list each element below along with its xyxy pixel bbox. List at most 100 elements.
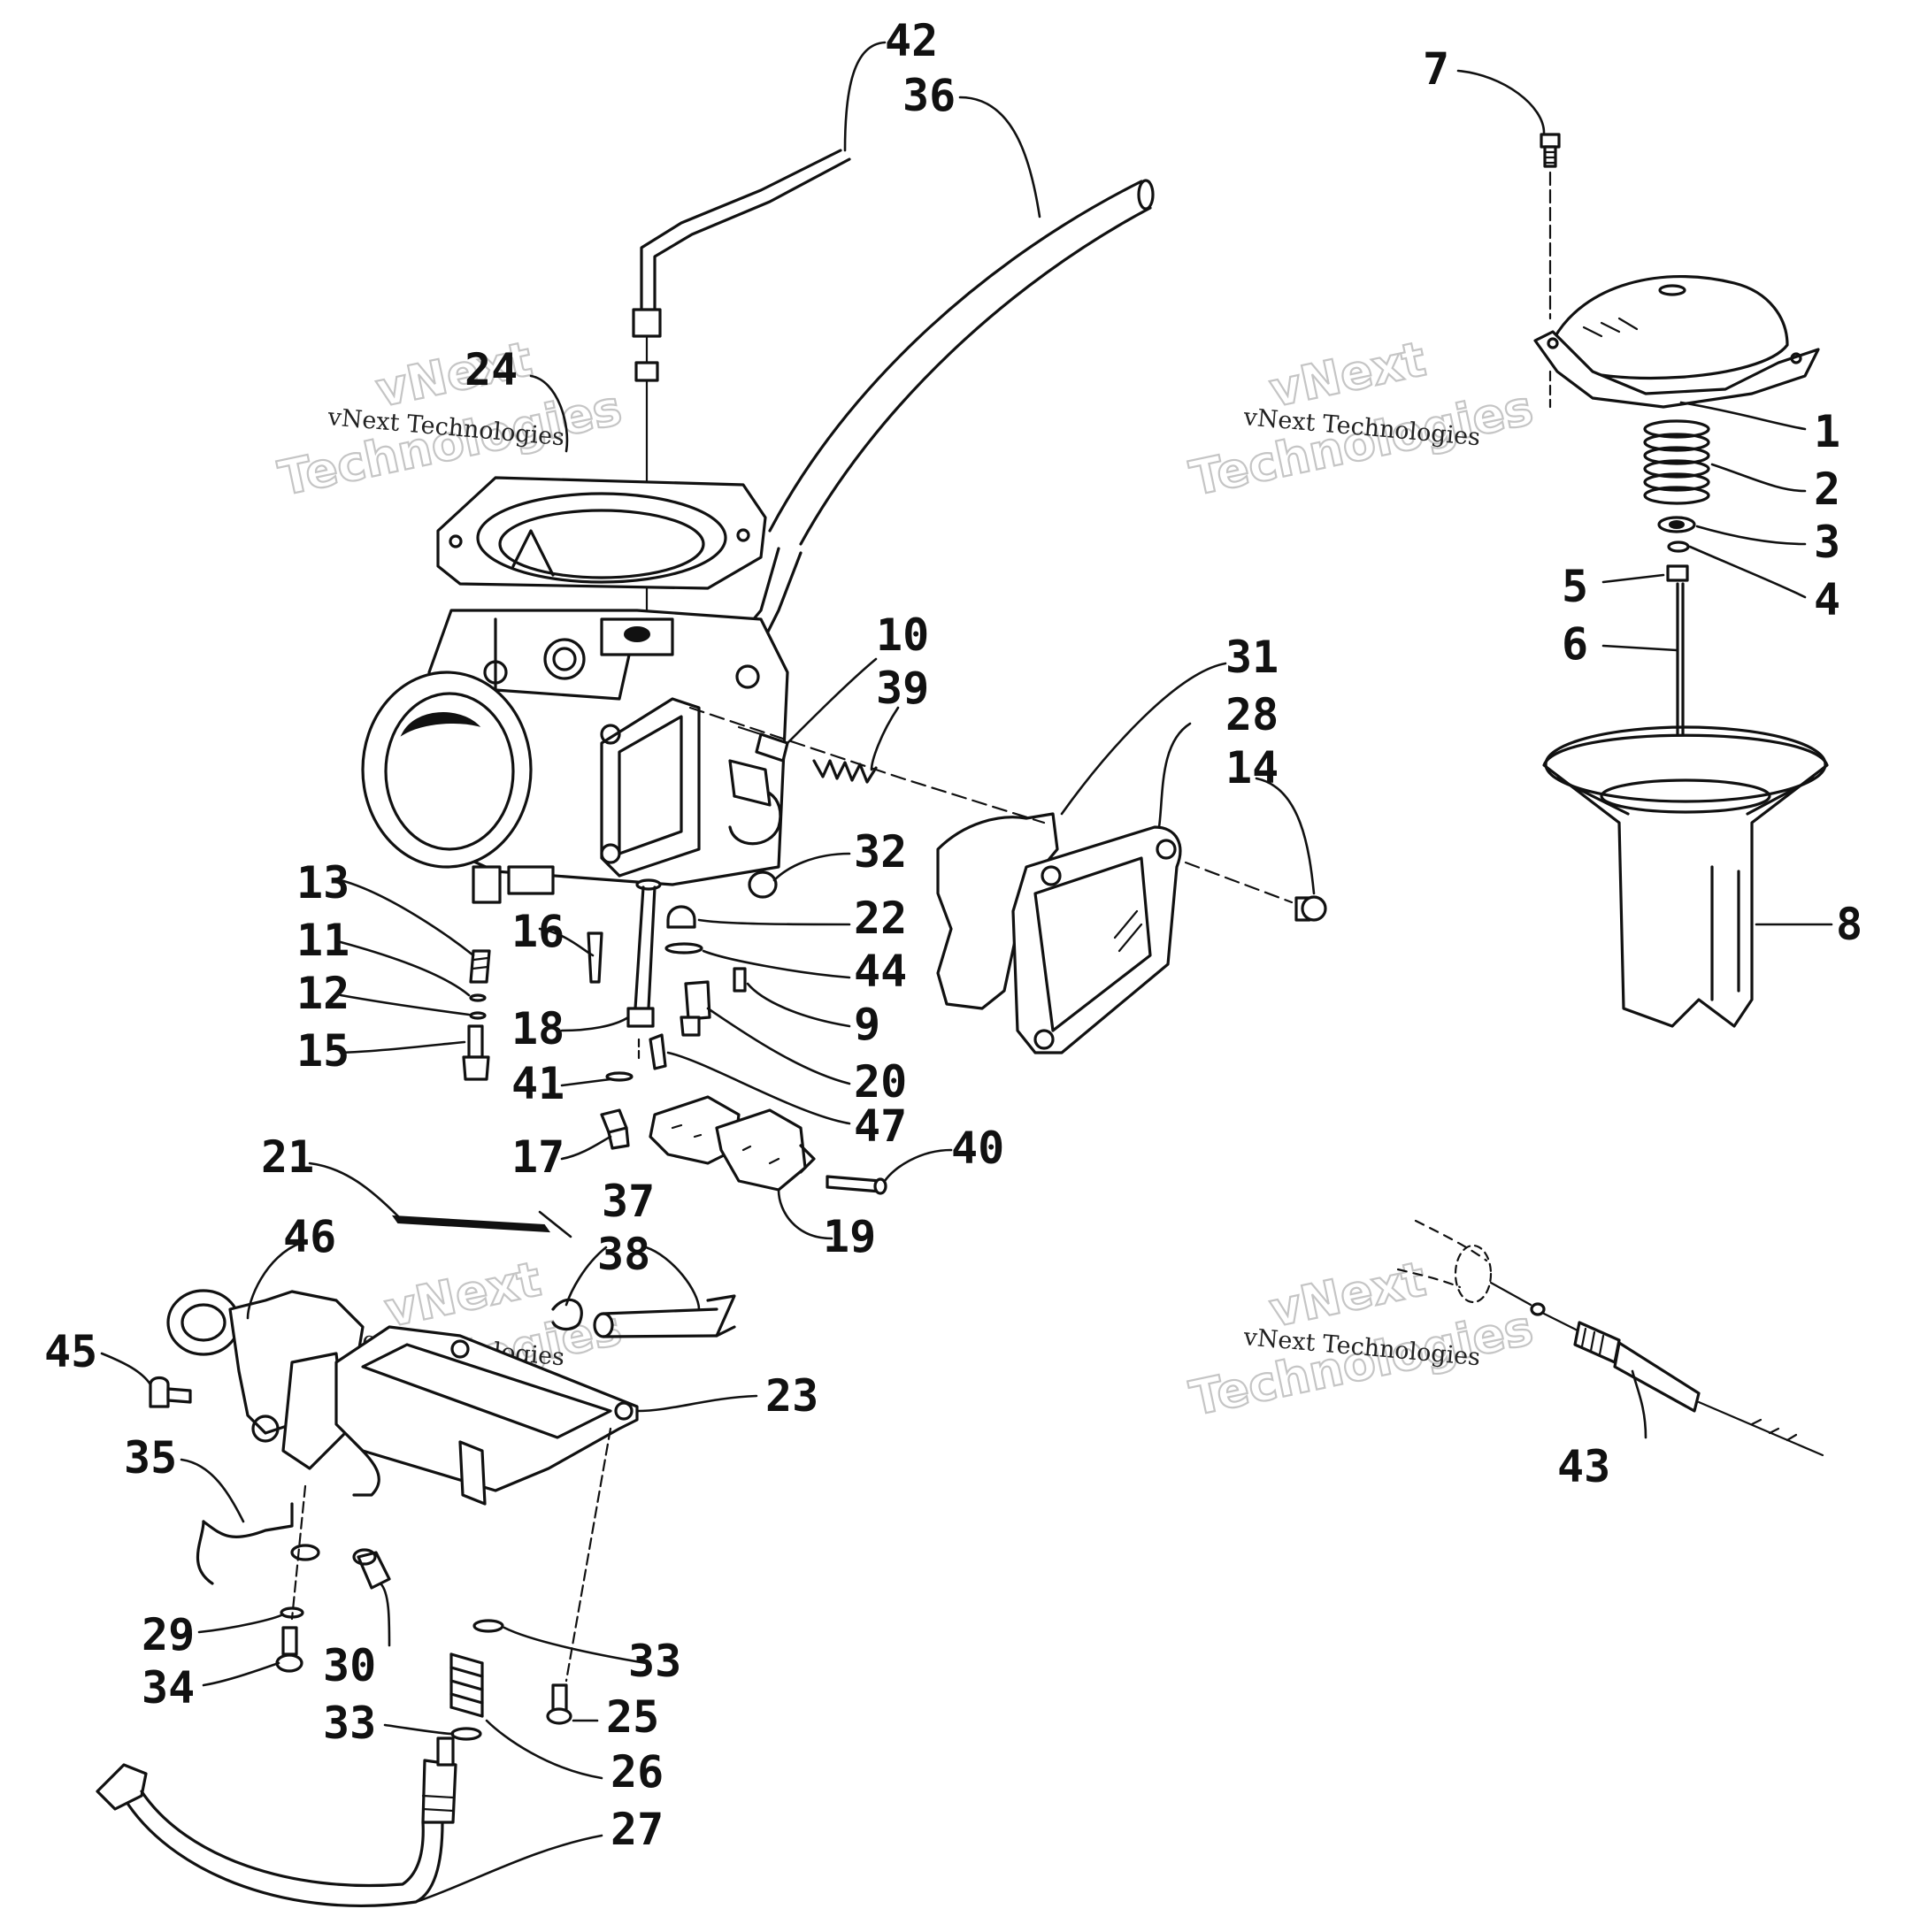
needle-retainer-5 xyxy=(1666,564,1689,582)
starter-body-23 xyxy=(334,1325,639,1506)
screw-9 xyxy=(733,967,747,993)
clip-37 xyxy=(551,1298,583,1331)
jet-13 xyxy=(469,949,491,984)
hose-38 xyxy=(593,1294,736,1338)
callout-42: 42 xyxy=(885,15,938,66)
callout-26: 26 xyxy=(611,1746,664,1798)
callout-9: 9 xyxy=(854,999,880,1050)
callout-40: 40 xyxy=(951,1123,1004,1174)
screw-45 xyxy=(149,1376,192,1408)
callout-43: 43 xyxy=(1557,1441,1610,1492)
screw-14 xyxy=(1294,895,1327,922)
spring-2 xyxy=(1643,419,1710,505)
float-19 xyxy=(649,1095,816,1192)
callout-29: 29 xyxy=(142,1609,195,1660)
callout-13: 13 xyxy=(296,857,349,908)
float-pin-40 xyxy=(826,1175,887,1195)
callout-4: 4 xyxy=(1814,574,1840,625)
callout-31: 31 xyxy=(1225,632,1279,683)
plug-17 xyxy=(600,1108,630,1150)
oring-11 xyxy=(469,993,487,1002)
plate-21 xyxy=(391,1215,551,1233)
watermark-top-right: vNext Technologies vNext Technologies xyxy=(1185,330,1540,508)
callout-2: 2 xyxy=(1814,464,1840,515)
needle-valve-20 xyxy=(680,980,711,1037)
callout-1: 1 xyxy=(1814,406,1840,457)
callout-11: 11 xyxy=(296,915,349,966)
callout-38: 38 xyxy=(597,1229,650,1280)
pilot-jet-16 xyxy=(587,932,603,984)
axis-line-lower-2 xyxy=(564,1427,612,1683)
gasket-31 xyxy=(936,812,1059,1010)
washer-33b xyxy=(450,1727,482,1741)
plug-30 xyxy=(352,1548,391,1590)
callout-6: 6 xyxy=(1562,618,1588,670)
throttle-slide-8 xyxy=(1542,725,1829,1028)
washer-12 xyxy=(469,1011,487,1020)
callout-10: 10 xyxy=(876,610,929,661)
callout-37: 37 xyxy=(602,1176,655,1227)
callout-17: 17 xyxy=(511,1131,564,1183)
callout-34: 34 xyxy=(142,1662,195,1714)
callout-33-lower: 33 xyxy=(323,1698,376,1749)
callout-41: 41 xyxy=(511,1058,564,1109)
callout-47: 47 xyxy=(854,1100,907,1152)
callout-24: 24 xyxy=(465,344,518,395)
vent-hose-36 xyxy=(737,179,1155,648)
callout-12: 12 xyxy=(296,968,349,1019)
float-bowl-28 xyxy=(1011,825,1182,1054)
washer-44 xyxy=(664,942,703,954)
needle-jet-15 xyxy=(462,1024,490,1081)
callout-32: 32 xyxy=(854,826,907,878)
oring-41 xyxy=(605,1071,634,1082)
pilot-screw-10 xyxy=(737,725,789,763)
callout-23: 23 xyxy=(765,1370,818,1422)
axis-line-lower-1 xyxy=(290,1484,307,1621)
callout-25: 25 xyxy=(606,1691,659,1743)
callout-18: 18 xyxy=(511,1003,564,1054)
callout-35: 35 xyxy=(124,1432,177,1484)
callout-33-upper: 33 xyxy=(628,1636,681,1687)
leader-lines xyxy=(100,41,1833,1904)
callout-14: 14 xyxy=(1225,742,1279,794)
bowl-fitting-32 xyxy=(748,870,778,899)
jet-needle-6 xyxy=(1676,582,1685,763)
pin-47 xyxy=(649,1033,667,1070)
cap-22 xyxy=(666,905,696,929)
callout-3: 3 xyxy=(1814,517,1840,568)
washer-33a xyxy=(472,1619,504,1633)
callout-30: 30 xyxy=(323,1640,376,1691)
spring-39 xyxy=(812,759,878,784)
callout-5: 5 xyxy=(1562,561,1588,612)
screw-25 xyxy=(546,1683,572,1725)
link-35 xyxy=(196,1502,320,1585)
callout-19: 19 xyxy=(823,1211,876,1262)
callout-46: 46 xyxy=(283,1211,336,1262)
watermark-bottom-right: vNext Technologies vNext Technologies xyxy=(1185,1250,1540,1428)
callout-15: 15 xyxy=(296,1025,349,1077)
callout-45: 45 xyxy=(44,1326,97,1377)
callout-44: 44 xyxy=(854,946,907,997)
spring-26 xyxy=(449,1652,484,1718)
main-jet-holder-18 xyxy=(626,878,662,1063)
callout-36: 36 xyxy=(902,70,956,121)
cable-adjuster-43 xyxy=(1396,1219,1824,1457)
callout-20: 20 xyxy=(854,1056,907,1108)
callout-27: 27 xyxy=(611,1804,664,1855)
overflow-hose-27 xyxy=(96,1736,457,1908)
callout-21: 21 xyxy=(261,1131,314,1183)
spring-seat-3 xyxy=(1657,516,1696,533)
carburetor-body xyxy=(361,476,789,904)
callout-8: 8 xyxy=(1836,899,1862,950)
bowl-axis-line xyxy=(688,706,1294,904)
screw-7 xyxy=(1540,133,1561,320)
callout-16: 16 xyxy=(511,906,564,957)
diaphragm-cover-1 xyxy=(1533,274,1820,409)
callout-7: 7 xyxy=(1423,43,1449,95)
callout-22: 22 xyxy=(854,893,907,944)
callout-39: 39 xyxy=(876,663,929,714)
callout-labels: 42 36 7 24 1 2 3 4 5 6 10 39 31 28 14 32… xyxy=(44,15,1862,1855)
screw-34 xyxy=(275,1626,303,1673)
callout-28: 28 xyxy=(1225,689,1279,740)
